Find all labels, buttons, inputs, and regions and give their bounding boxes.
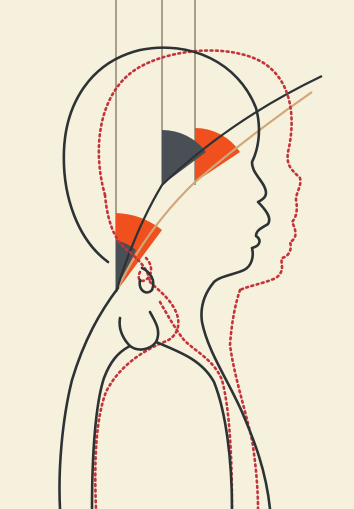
- posture-diagram: [0, 0, 354, 509]
- diagram-background: [0, 0, 354, 509]
- page: [0, 0, 354, 509]
